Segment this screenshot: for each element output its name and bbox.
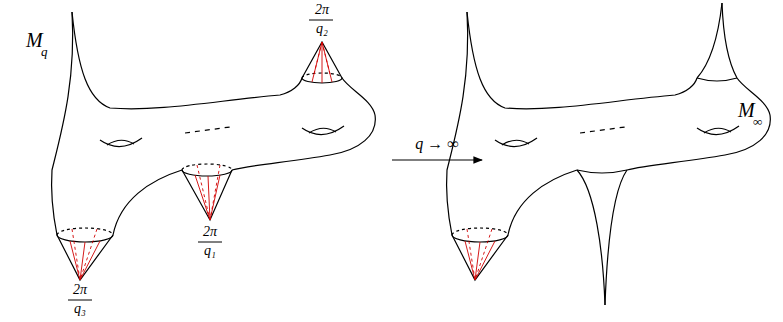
cone-q2 (302, 42, 342, 83)
angle-numerator: 2π (73, 283, 87, 297)
angle-denominator: q₁ (204, 244, 216, 258)
surface-subscript: q (41, 45, 48, 58)
limit-arrow (392, 159, 482, 160)
fraction-bar (68, 300, 92, 301)
angle-numerator: 2π (203, 225, 217, 239)
surface-mq (52, 12, 376, 280)
angle-denominator: q₃ (74, 302, 86, 316)
surface-name: M (738, 100, 755, 120)
fraction-bar (198, 242, 222, 243)
fraction-bar (309, 20, 333, 21)
surface-subscript: ∞ (753, 115, 762, 128)
limit-label: q → ∞ (415, 136, 458, 152)
angle-numerator: 2π (315, 3, 329, 17)
cone-q1 (182, 164, 232, 220)
surface-name: M (26, 30, 43, 50)
angle-denominator: q₂ (316, 22, 328, 36)
surface-minf (447, 3, 771, 305)
